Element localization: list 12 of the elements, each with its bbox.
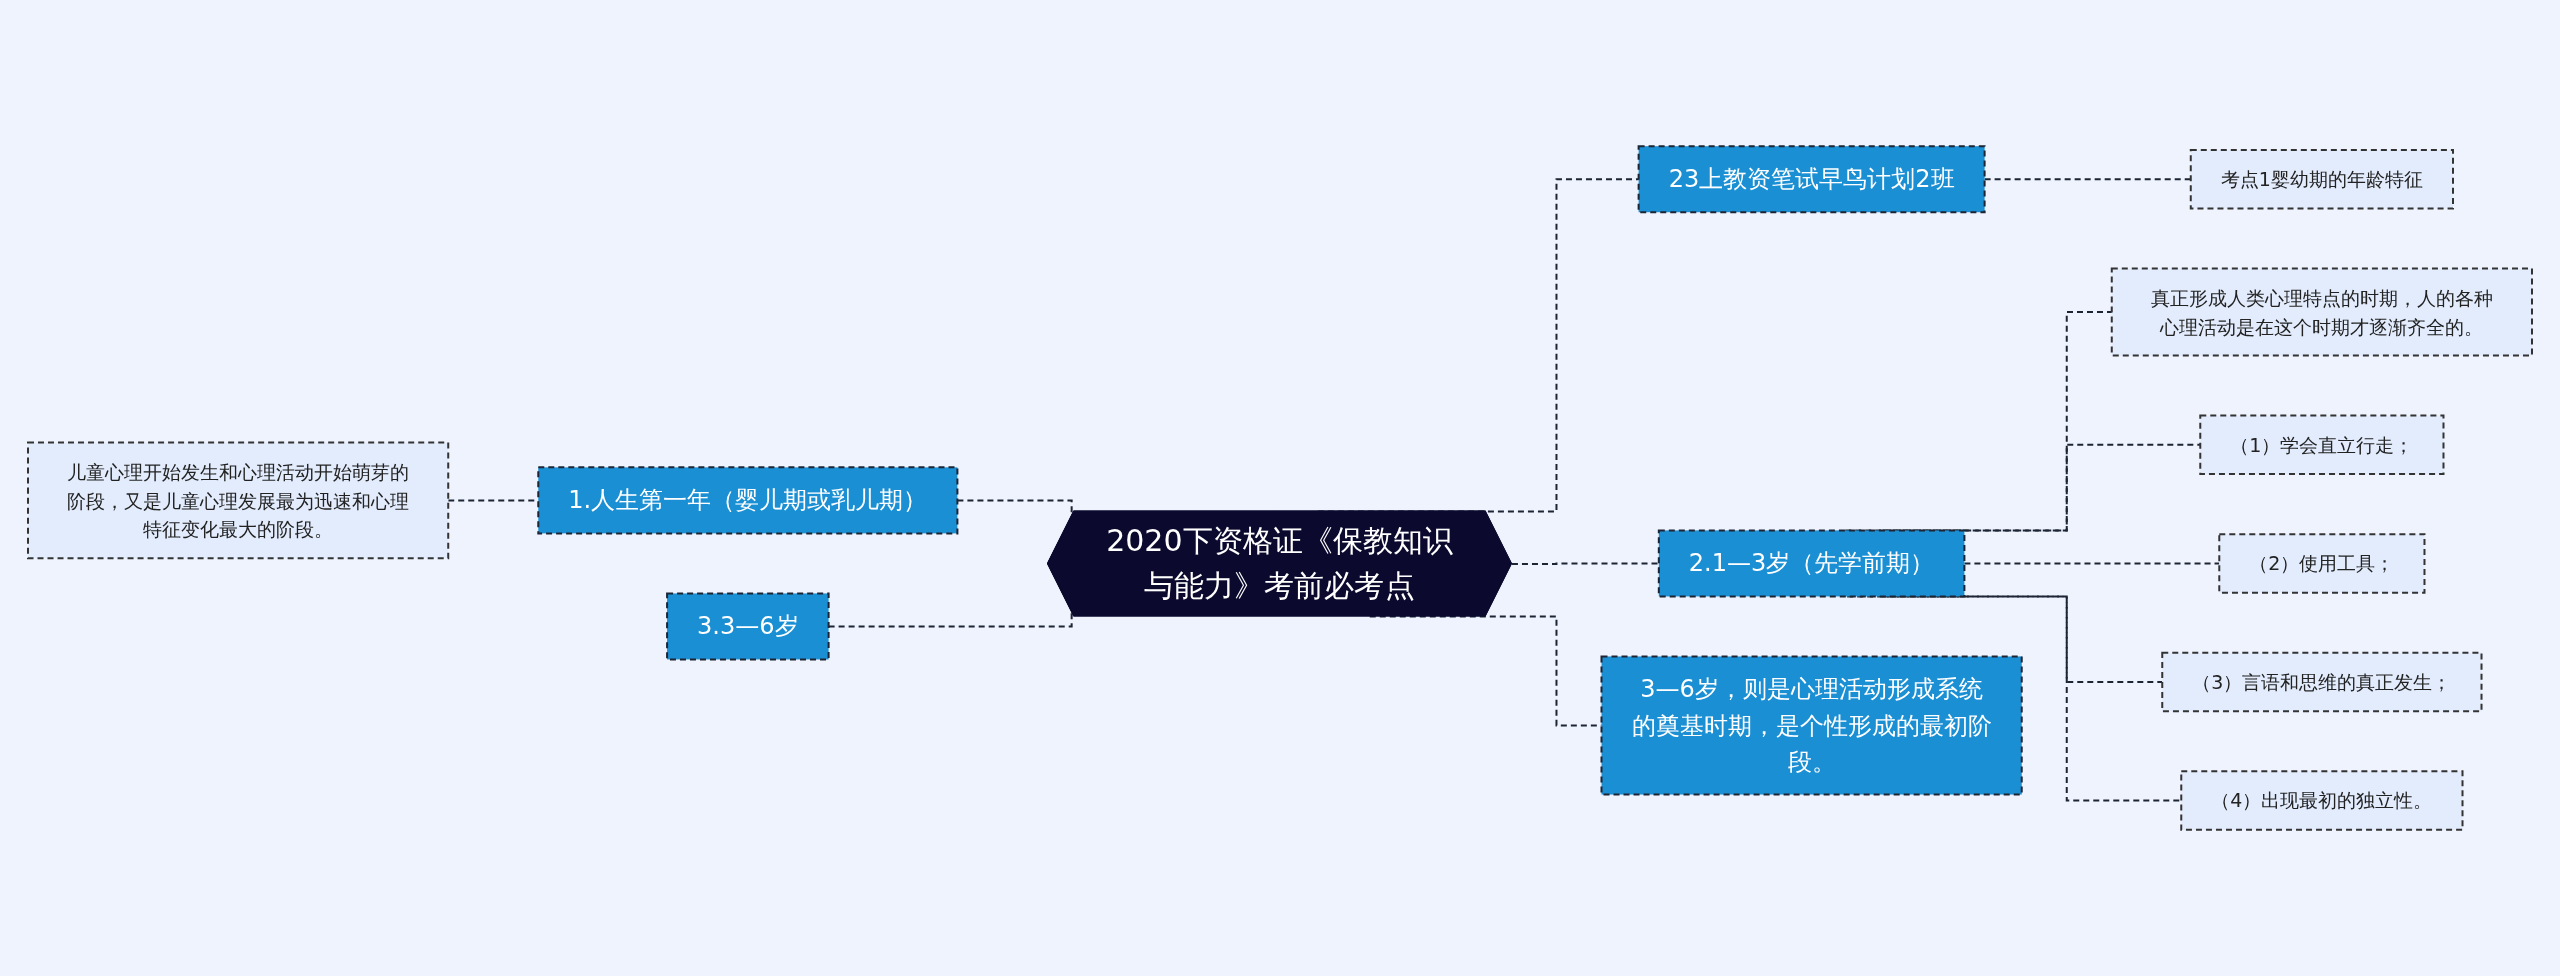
node-box: （2）使用工具； (2218, 533, 2426, 594)
node-box: 3—6岁，则是心理活动形成系统的奠基时期，是个性形成的最初阶段。 (1600, 655, 2023, 796)
node-box: 真正形成人类心理特点的时期，人的各种心理活动是在这个时期才逐渐齐全的。 (2110, 267, 2533, 357)
node-box: 3.3—6岁 (666, 592, 830, 661)
node-box: 23上教资笔试早鸟计划2班 (1637, 145, 1986, 214)
node-box: 2.1—3岁（先学前期） (1657, 529, 1966, 598)
node-box: 考点1婴幼期的年龄特征 (2189, 148, 2454, 210)
node-box: 1.人生第一年（婴儿期或乳儿期） (537, 466, 959, 535)
node-box: （4）出现最初的独立性。 (2180, 770, 2464, 831)
node-box: （1）学会直立行走； (2199, 414, 2445, 476)
node-box: （3）言语和思维的真正发生； (2161, 651, 2483, 713)
node-box: 儿童心理开始发生和心理活动开始萌芽的阶段，又是儿童心理发展最为迅速和心理特征变化最大的阶段。 (27, 441, 450, 560)
